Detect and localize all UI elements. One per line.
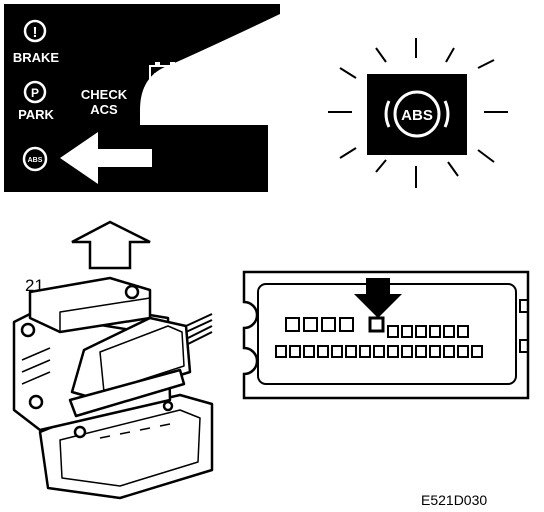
connector-housing xyxy=(242,270,530,400)
park-label: PARK xyxy=(18,107,54,122)
battery-icon xyxy=(149,62,181,84)
figure-id: E521D030 xyxy=(421,492,487,508)
pin-indicator-arrow xyxy=(354,278,402,318)
instrument-panel: ! BRAKE P PARK ABS CHECK ACS xyxy=(4,4,280,192)
pin-row-bottom xyxy=(275,345,483,358)
glow-rays xyxy=(328,38,508,188)
up-arrow xyxy=(71,220,151,270)
brake-label: BRAKE xyxy=(13,50,60,65)
oil-pressure-icon xyxy=(148,107,190,118)
abs-lamp-text: ABS xyxy=(401,107,433,124)
svg-text:!: ! xyxy=(33,24,38,41)
brake-warning-light: ! BRAKE xyxy=(13,19,60,65)
connector-pinout xyxy=(242,270,530,400)
abs-warning-lamp: ABS xyxy=(328,38,508,188)
abs-control-module xyxy=(12,276,214,500)
pin-row-top xyxy=(285,316,469,338)
svg-text:ABS: ABS xyxy=(28,157,43,164)
exh-label: EXH xyxy=(219,93,246,108)
check-label: CHECK xyxy=(81,87,128,102)
park-warning-light: P PARK xyxy=(18,80,55,122)
svg-text:P: P xyxy=(31,86,39,100)
acs-label: ACS xyxy=(90,102,118,117)
pointer-arrow xyxy=(60,132,152,184)
abs-small-warning-light: ABS xyxy=(22,146,48,172)
